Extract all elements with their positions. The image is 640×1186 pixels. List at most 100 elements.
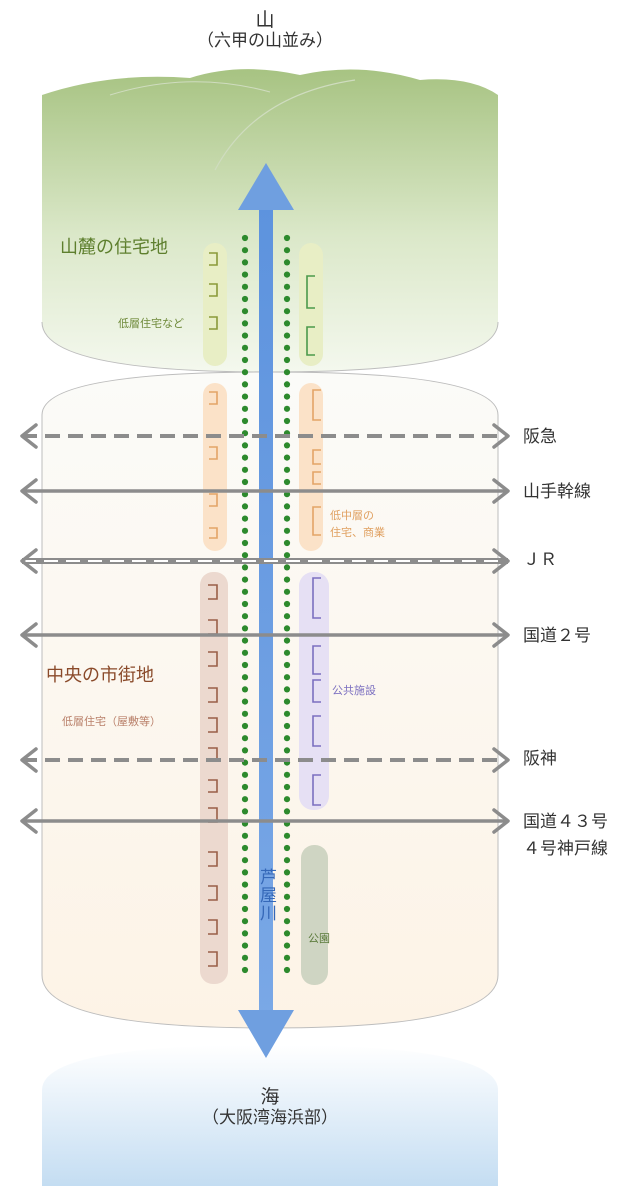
tree-dot xyxy=(283,564,291,571)
tree-dot xyxy=(241,539,249,547)
mountain-ridge xyxy=(214,79,356,171)
tree-dot xyxy=(241,588,249,595)
sea-title-line2: （大阪湾海浜部） xyxy=(202,1107,338,1128)
transport-line-4 xyxy=(20,622,510,648)
tree-dot xyxy=(283,905,291,913)
tree-dot xyxy=(283,881,291,888)
tree-dot xyxy=(241,661,249,669)
tree-dot xyxy=(241,918,249,925)
tree-dot xyxy=(283,234,291,242)
tree-dot xyxy=(241,905,249,913)
arrowhead-right xyxy=(492,622,510,648)
public-facility-label: 公共施設 xyxy=(332,684,376,697)
tree-dot xyxy=(241,600,249,608)
arrowhead-right xyxy=(492,747,510,773)
tree-dot xyxy=(283,405,291,412)
tree-dot xyxy=(283,552,291,559)
arrowhead-left xyxy=(20,747,38,773)
arrowhead-right xyxy=(492,808,510,834)
tree-dot xyxy=(283,344,291,351)
tree-dot xyxy=(283,710,291,717)
arrowhead-left xyxy=(20,622,38,648)
tree-dot xyxy=(241,283,249,290)
park-column xyxy=(301,845,328,985)
tree-dot xyxy=(241,515,249,522)
transport-line-1 xyxy=(20,423,510,449)
tree-dot xyxy=(283,893,291,900)
tree-dot xyxy=(283,320,291,327)
tree-dot xyxy=(241,295,249,303)
tree-dot xyxy=(241,466,249,473)
river-label: 芦屋川 xyxy=(256,868,276,922)
mountain-residential-label: 山麓の住宅地 xyxy=(60,237,168,258)
arrowhead-left xyxy=(20,548,38,574)
left-brackets-mountain xyxy=(209,252,218,330)
central-district-label: 中央の市街地 xyxy=(46,665,154,686)
tree-line-left xyxy=(241,234,249,974)
tree-dot xyxy=(241,625,249,632)
tree-dot xyxy=(241,454,249,461)
tree-dot xyxy=(283,393,291,400)
tree-dot xyxy=(241,881,249,888)
tree-dot xyxy=(241,710,249,717)
tree-dot xyxy=(241,844,249,852)
tree-dot xyxy=(241,674,249,681)
rail-label-route2: 国道２号 xyxy=(523,626,591,646)
tree-dot xyxy=(241,747,249,754)
transport-line-2 xyxy=(20,478,510,504)
left-brackets-central xyxy=(208,584,218,967)
tree-dot xyxy=(283,869,291,876)
tree-dot xyxy=(283,930,291,937)
transport-line-6 xyxy=(20,808,510,834)
mountain-ridge xyxy=(109,81,271,96)
tree-dot xyxy=(283,844,291,852)
tree-dot xyxy=(241,552,249,559)
tree-dot xyxy=(283,503,291,510)
tree-dot xyxy=(241,857,249,864)
tree-dot xyxy=(241,417,249,425)
tree-dot xyxy=(283,308,291,315)
tree-dot xyxy=(283,369,291,376)
tree-dot xyxy=(283,259,291,266)
tree-dot xyxy=(283,747,291,754)
tree-dot xyxy=(241,308,249,315)
tree-dot xyxy=(241,735,249,742)
tree-dot xyxy=(241,381,249,388)
right-brackets-mountain xyxy=(306,275,315,356)
river-arrow-up xyxy=(238,163,294,210)
rail-label-hankyu: 阪急 xyxy=(523,427,557,447)
tree-dot xyxy=(283,966,291,974)
tree-dot xyxy=(241,637,249,644)
tree-dot xyxy=(241,356,249,364)
arrowhead-right xyxy=(492,548,510,574)
tree-dot xyxy=(283,539,291,547)
tree-dot xyxy=(283,271,291,278)
tree-dot xyxy=(283,576,291,583)
low-rise-column-central xyxy=(200,572,228,984)
tree-dot xyxy=(241,234,249,242)
right-brackets-middle xyxy=(312,389,321,536)
tree-dot xyxy=(241,442,249,449)
tree-dot xyxy=(241,832,249,839)
tree-dot xyxy=(283,454,291,461)
tree-dot xyxy=(283,686,291,693)
arrowhead-left xyxy=(20,423,38,449)
mountain-title-line2: （六甲の山並み） xyxy=(197,30,333,51)
tree-dot xyxy=(283,942,291,949)
sea-title-line1: 海 xyxy=(260,1086,280,1108)
mountain-title: 山 （六甲の山並み） xyxy=(190,9,340,51)
arrowhead-left xyxy=(20,808,38,834)
tree-dot xyxy=(283,661,291,669)
tree-dot xyxy=(241,808,249,815)
tree-dot xyxy=(283,613,291,620)
low-rise-column-mountain-right xyxy=(299,243,323,366)
tree-dot xyxy=(283,698,291,705)
tree-dot xyxy=(283,247,291,254)
tree-dot xyxy=(241,930,249,937)
tree-dot xyxy=(241,686,249,693)
tree-dot xyxy=(283,417,291,425)
mid-rise-label-line2: 住宅、商業 xyxy=(330,526,385,539)
tree-dot xyxy=(283,918,291,925)
